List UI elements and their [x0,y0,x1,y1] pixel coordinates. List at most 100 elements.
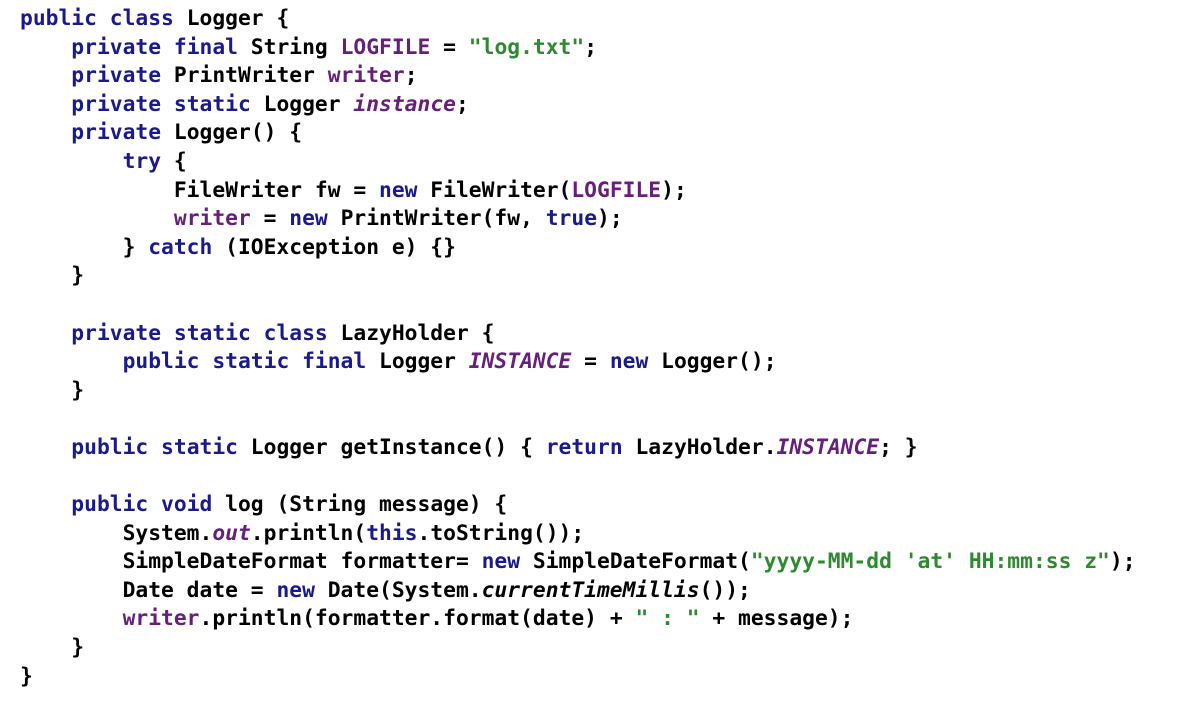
code-token-plain: FileWriter( [417,177,572,203]
code-token-plain: .println( [250,520,367,546]
code-token-plain: SimpleDateFormat formatter= [20,549,482,575]
code-token-plain: Logger { [173,6,290,31]
code-line: try { [20,148,1136,177]
code-token-keyword: private final [71,34,238,60]
code-token-plain: { [161,148,187,174]
code-token-plain: ; [404,63,418,89]
code-line: private final String LOGFILE = "log.txt"… [20,34,1136,63]
code-token-keyword: public static [71,434,238,460]
code-token-plain: = [571,349,610,375]
code-line: private Logger() { [20,119,1136,148]
code-line: } [20,377,1136,406]
code-token-keyword: catch [148,234,213,260]
code-token-plain: PrintWriter [161,63,328,89]
code-token-plain: ); [661,177,687,203]
code-token-keyword: new [609,349,649,375]
code-line: System.out.println(this.toString()); [20,520,1136,549]
code-line [20,463,1136,492]
code-token-field: LOGFILE [340,34,431,60]
code-token-plain [20,35,71,60]
code-token-keyword: private static class [71,320,328,346]
code-token-plain: Logger getInstance() { [237,434,546,460]
code-line: public void log (String message) { [20,491,1136,520]
code-line: } [20,663,1136,692]
code-token-keyword: try [122,148,162,174]
code-line: writer = new PrintWriter(fw, true); [20,205,1136,234]
code-block: public class Logger { private final Stri… [20,5,1136,691]
code-token-plain [20,120,71,145]
code-token-plain: } [20,263,85,289]
code-token-plain: ; [584,34,598,60]
code-token-plain [20,349,123,374]
code-line: } [20,634,1136,663]
code-line: private PrintWriter writer; [20,62,1136,91]
code-token-plain: System. [20,520,213,546]
code-token-plain: PrintWriter(fw, [327,206,546,232]
code-line: private static Logger instance; [20,91,1136,120]
code-token-plain: = [250,206,290,232]
code-token-keyword: true [545,206,598,232]
code-token-string: " : " [635,606,700,632]
code-token-plain [20,435,71,460]
code-token-keyword: private [71,120,162,146]
code-line: private static class LazyHolder { [20,320,1136,349]
code-line: Date date = new Date(System.currentTimeM… [20,577,1136,606]
code-token-field: LOGFILE [571,177,662,203]
code-token-plain: } [20,377,85,403]
code-token-plain: .toString()); [417,520,585,546]
code-token-keyword: new [481,549,521,575]
code-token-plain: .println(formatter.format(date) + [199,606,636,632]
code-token-field: writer [173,206,251,232]
code-token-plain: String [237,34,341,60]
code-token-field: writer [327,63,405,89]
code-token-static-field: out [212,520,251,546]
code-token-plain: } [20,635,85,661]
code-token-keyword: public class [20,6,174,31]
code-token-plain: LazyHolder { [327,320,495,346]
code-token-plain [20,321,71,346]
code-line: writer.println(formatter.format(date) + … [20,605,1136,634]
code-line: } [20,262,1136,291]
code-token-plain: } [20,234,149,260]
code-token-plain: ); [597,206,623,232]
code-token-static-field: INSTANCE [468,349,572,375]
code-token-plain [20,63,71,88]
code-token-plain [20,92,71,117]
code-token-string: "log.txt" [468,34,585,60]
code-token-plain [20,149,123,174]
code-token-plain: ; } [879,434,918,460]
code-token-plain: ()); [699,577,751,603]
code-token-plain: = [430,34,469,60]
code-token-plain: Logger(); [648,349,777,375]
code-line: SimpleDateFormat formatter= new SimpleDa… [20,548,1136,577]
code-line [20,405,1136,434]
code-token-plain: ; [455,91,469,117]
code-line: public class Logger { [20,5,1136,34]
code-token-plain: LazyHolder. [622,434,777,460]
code-token-static-method: currentTimeMillis [481,577,700,603]
code-token-plain: log (String message) { [212,492,508,518]
code-token-keyword: private [71,63,162,89]
code-token-keyword: new [379,177,418,203]
code-token-static-field: INSTANCE [776,434,880,460]
code-token-plain: (IOException e) {} [212,234,456,260]
code-line: public static final Logger INSTANCE = ne… [20,348,1136,377]
code-token-plain [20,492,71,517]
code-line: FileWriter fw = new FileWriter(LOGFILE); [20,177,1136,206]
code-token-plain: Date(System. [314,577,482,603]
code-token-keyword: public void [71,492,213,518]
code-line: public static Logger getInstance() { ret… [20,434,1136,463]
code-token-plain [20,206,174,231]
code-token-keyword: public static final [122,349,367,375]
code-token-keyword: private static [71,91,251,117]
code-token-plain [20,606,123,631]
code-token-plain: + message); [699,606,854,632]
code-token-plain: Date date = [20,577,277,603]
code-token-keyword: return [545,434,623,460]
code-token-static-field: instance [353,91,456,117]
code-token-field: writer [122,606,200,632]
code-token-plain: ); [1109,549,1136,575]
code-token-keyword: new [276,577,315,603]
code-line [20,291,1136,320]
code-token-plain: Logger() { [161,120,303,146]
